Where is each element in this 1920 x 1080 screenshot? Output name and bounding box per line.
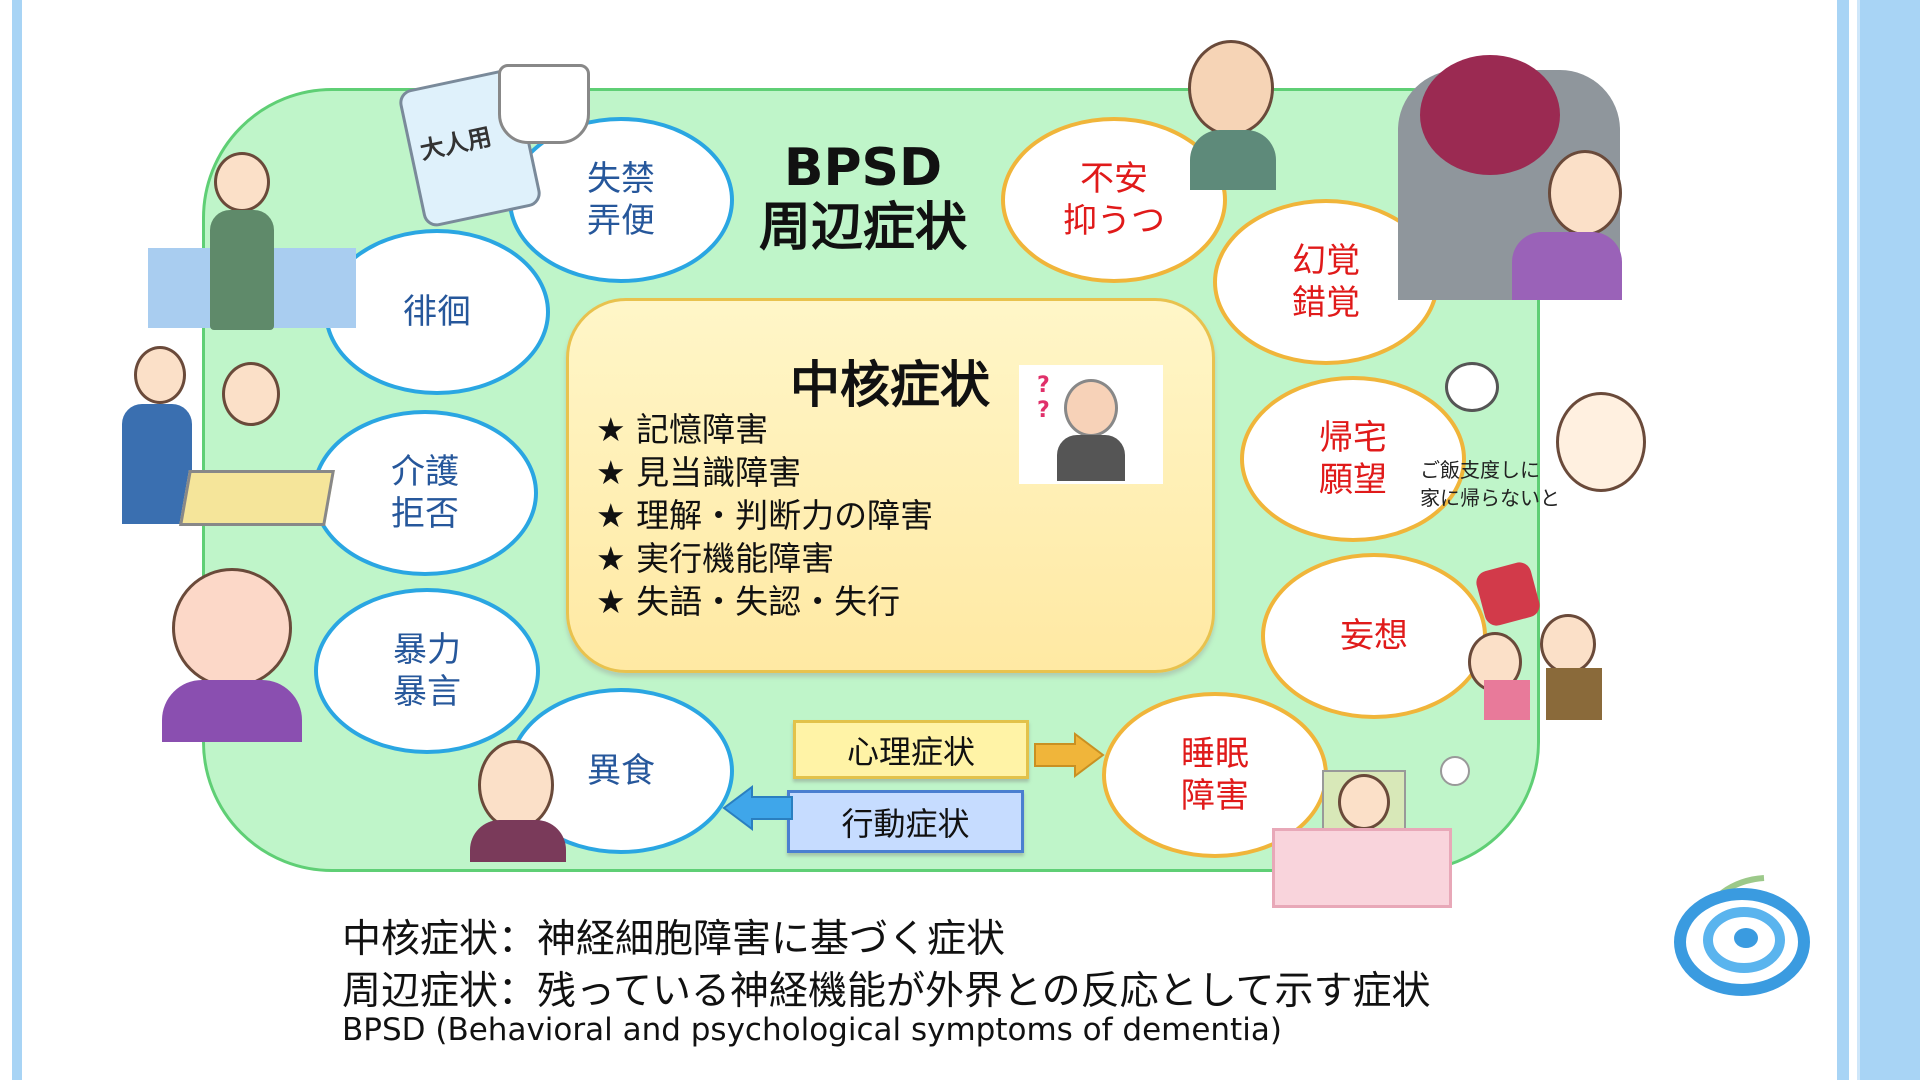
label: 暴力 xyxy=(393,630,461,670)
hallucinating-elder-body xyxy=(1512,232,1622,300)
bpsd-title: BPSD 周辺症状 xyxy=(743,138,983,258)
diaper-illustration xyxy=(498,64,590,144)
delusion-man-body xyxy=(1546,668,1602,720)
label: 介護 xyxy=(391,452,459,492)
right-border-band xyxy=(1857,0,1920,1080)
core-item: ★ 失語・失認・失行 xyxy=(596,582,901,621)
symptom-homegoing: 帰宅願望 xyxy=(1240,376,1466,542)
label: 願望 xyxy=(1319,460,1387,500)
body-icon xyxy=(1057,435,1125,481)
label: 睡眠 xyxy=(1181,734,1249,774)
wandering-elder-face xyxy=(214,152,270,212)
label: 不安 xyxy=(1080,159,1148,199)
legend-behavioral: 行動症状 xyxy=(787,790,1024,853)
arrow-right-icon xyxy=(1034,732,1105,778)
angry-elder-face xyxy=(172,568,292,688)
delusion-man-face xyxy=(1540,614,1596,674)
confused-elder-illustration: ? ? xyxy=(1019,365,1163,484)
label: 暴言 xyxy=(393,672,461,712)
home-thought-bubble-icon xyxy=(1445,362,1499,412)
hallucinating-elder-face xyxy=(1548,150,1622,236)
wandering-elder-body xyxy=(210,210,274,330)
symptom-violence: 暴力暴言 xyxy=(314,588,540,754)
core-item: ★ 実行機能障害 xyxy=(596,539,835,578)
symptom-care-refusal: 介護拒否 xyxy=(312,410,538,576)
sleepless-elder-face xyxy=(1338,774,1390,830)
label: 幻覚 xyxy=(1292,241,1360,281)
pica-elder-body xyxy=(470,820,566,862)
speech-line: ご飯支度しに xyxy=(1420,458,1540,482)
symptom-delusion: 妄想 xyxy=(1261,553,1487,719)
caregiver-face xyxy=(134,346,186,404)
speech-line: 家に帰らないと xyxy=(1420,486,1560,510)
arrow-left-icon xyxy=(722,785,793,831)
label: 拒否 xyxy=(391,494,459,534)
footer-bpsd-definition: 周辺症状：残っている神経機能が外界との反応として示す症状 xyxy=(342,969,1431,1014)
speech-text: ご飯支度しに 家に帰らないと xyxy=(1420,456,1560,512)
caregiver-body xyxy=(122,404,192,524)
core-item: ★ 理解・判断力の障害 xyxy=(596,496,934,535)
label: 徘徊 xyxy=(403,292,471,332)
label: 弄便 xyxy=(587,201,655,241)
swirl-logo-icon xyxy=(1674,875,1810,996)
label: 抑うつ xyxy=(1063,201,1165,241)
footer-core-definition: 中核症状：神経細胞障害に基づく症状 xyxy=(342,917,1006,962)
core-item: ★ 見当識障害 xyxy=(596,453,802,492)
label: 帰宅 xyxy=(1319,418,1387,458)
label: 失禁 xyxy=(587,159,655,199)
anxious-elder-body xyxy=(1190,130,1276,190)
bpsd-title-line2: 周辺症状 xyxy=(758,198,967,258)
homegoing-elder-face xyxy=(1556,392,1646,492)
core-item: ★ 記憶障害 xyxy=(596,410,769,449)
symptom-anxiety-depression: 不安抑うつ xyxy=(1001,117,1227,283)
legend-psychological: 心理症状 xyxy=(793,720,1029,779)
symptom-incontinence: 失禁弄便 xyxy=(508,117,734,283)
bpsd-title-line1: BPSD xyxy=(783,138,943,198)
core-title: 中核症状 xyxy=(790,356,990,414)
label: 異食 xyxy=(587,751,655,791)
ghost-bubble-icon xyxy=(1420,55,1560,175)
anxious-elder-face xyxy=(1188,40,1274,136)
label: 錯覚 xyxy=(1292,283,1360,323)
question-marks: ? ? xyxy=(1037,373,1120,423)
label: 妄想 xyxy=(1340,616,1408,656)
bed-illustration xyxy=(1272,828,1452,908)
clock-icon xyxy=(1440,756,1470,786)
right-border-strip xyxy=(1837,0,1849,1080)
label: 障害 xyxy=(1181,776,1249,816)
left-border-strip xyxy=(12,0,22,1080)
refusing-elder-face xyxy=(222,362,280,426)
symptom-wandering: 徘徊 xyxy=(324,229,550,395)
delusion-woman-body xyxy=(1484,680,1530,720)
pica-elder-face xyxy=(478,740,554,830)
core-list: ★ 記憶障害 ★ 見当識障害 ★ 理解・判断力の障害 ★ 実行機能障害 ★ 失語… xyxy=(596,408,933,623)
footer-bpsd-abbrev: BPSD (Behavioral and psychological sympt… xyxy=(342,1012,1282,1048)
meal-tray-illustration xyxy=(179,470,335,526)
angry-elder-body xyxy=(162,680,302,742)
core-symptoms-box xyxy=(566,298,1215,673)
